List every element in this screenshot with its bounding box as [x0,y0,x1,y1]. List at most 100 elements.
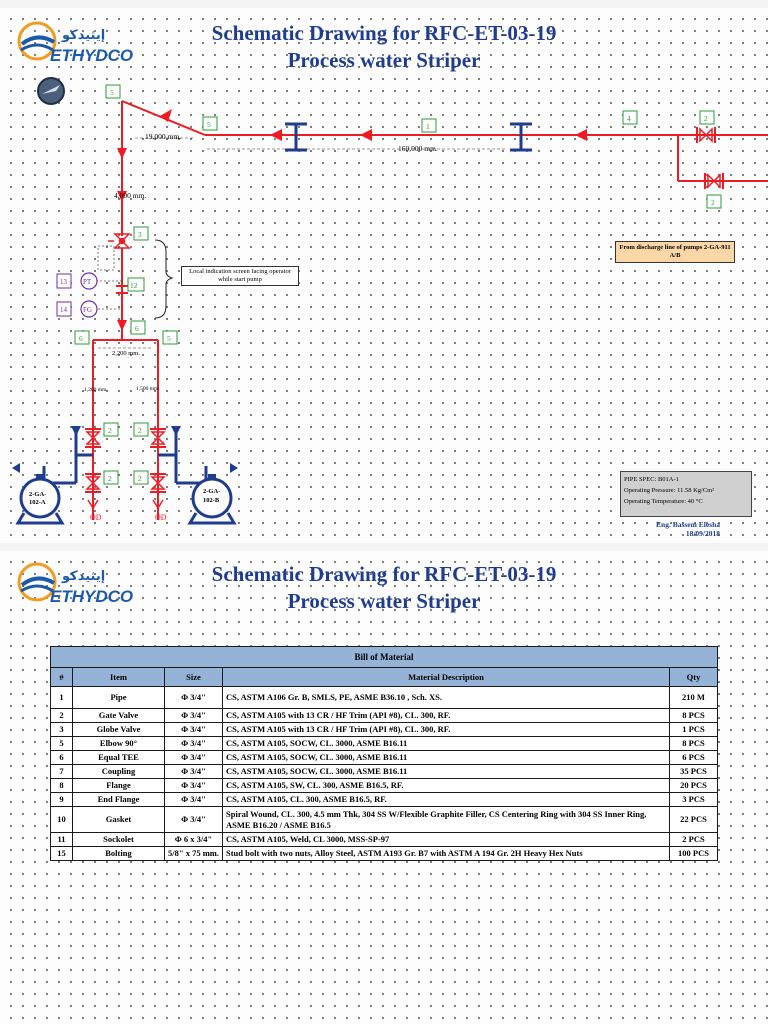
row-item: End Flange [72,792,165,807]
sheet2-title: Schematic Drawing for RFC-ET-03-19 [211,562,557,586]
sheet2-subtitle: Process water Striper [287,589,481,613]
centrifugal-pump-icon [187,474,237,525]
row-qty: 1 PCS [669,722,718,737]
row-qty: 2 PCS [669,832,718,847]
tag-2-pump-bot: 2 [711,198,715,207]
col-desc: Material Description [222,667,670,687]
row-item: Sockolet [72,832,165,847]
row-size: Φ 3/4" [164,792,223,807]
row-desc: CS, ASTM A106 Gr. B, SMLS, PE, ASME B36.… [222,686,670,709]
row-desc: CS, ASTM A105, SOCW, CL. 3000, ASME B16.… [222,736,670,751]
tag-2-b: 2 [138,426,142,435]
discharge-note: From discharge line of pumps 2-GA-911 A/… [615,241,735,263]
row-desc: Spiral Wound, CL. 300, 4.5 mm Thk, 304 S… [222,806,670,833]
row-qty: 210 M [669,686,718,709]
row-qty: 6 PCS [669,750,718,765]
flow-gauge-icon [80,300,98,318]
row-num: 5 [50,736,73,751]
tag-1: 1 [426,122,430,131]
piping-schematic: 19,000 mm. 160,000 mm. 4,000 mm. 2,200 m… [12,84,768,525]
table-header-row: # Item Size Material Description Qty [50,667,718,687]
pump-arrow-icon [12,426,238,473]
row-item: Pipe [72,686,165,709]
logo-arabic: إيثيدكو [62,28,106,43]
dimension-lines [98,137,505,349]
instrument-lines [96,280,122,310]
table-caption: Bill of Material [50,646,718,668]
row-qty: 8 PCS [669,708,718,723]
col-size: Size [164,667,223,687]
tag-2-pump-top: 2 [704,114,708,123]
tag-4: 4 [627,114,631,123]
row-num: 3 [50,722,73,737]
row-qty: 35 PCS [669,764,718,779]
tag-12: 12 [130,281,138,290]
row-qty: 20 PCS [669,778,718,793]
dim-1500: 1,500 mm. [136,386,160,392]
drain-a: OD [90,513,102,522]
flow-arrow-icon [360,129,372,141]
flow-arrow-icon [117,320,127,331]
row-qty: 22 PCS [669,806,718,833]
flow-arrow-icon [117,148,127,159]
row-num: 1 [50,686,73,709]
main-pipe-line [92,100,768,520]
sheet1-title: Schematic Drawing for RFC-ET-03-19 [211,21,557,45]
row-num: 9 [50,792,73,807]
row-item: Bolting [72,846,165,861]
pump-piping [42,426,208,485]
fg-tag: 14 [60,306,68,314]
company-emblem-icon [37,77,65,105]
row-size: Φ 3/4" [164,708,223,723]
row-desc: CS, ASTM A105, SOCW, CL. 3000, ASME B16.… [222,750,670,765]
row-qty: 8 PCS [669,736,718,751]
brace [154,239,174,319]
tag-6-left: 6 [79,334,83,343]
row-desc: CS, ASTM A105, Weld, CL 3000, MSS-SP-97 [222,832,670,847]
engineer-name: Eng. Bassem Elesha [656,520,720,529]
fg-label: FG [83,306,92,314]
tag-5-elbow: 5 [207,120,211,129]
globe-valve-icon [113,233,131,249]
row-qty: 100 PCS [669,846,718,861]
row-num: 2 [50,708,73,723]
row-item: Equal TEE [72,750,165,765]
gate-valve-icon [699,127,721,189]
tag-5-right: 5 [167,334,171,343]
pipe-spec-box: PIPE SPEC: B01A-1 Operating Pressure: 11… [620,471,752,517]
row-desc: CS, ASTM A105, SOCW, CL. 3000, ASME B16.… [222,764,670,779]
row-item: Coupling [72,764,165,779]
dim-4000: 4,000 mm. [114,191,146,200]
logo-arabic: إيثيدكو [62,569,106,584]
operating-temperature: Operating Temperature: 40 °C [624,498,703,505]
tag-6-mid: 6 [135,324,139,333]
sign-date: 18/09/2018 [685,529,720,538]
col-qty: Qty [669,667,718,687]
row-size: Φ 3/4" [164,778,223,793]
row-desc: CS, ASTM A105, SW, CL. 300, ASME B16.5, … [222,778,670,793]
engineer-signature: Eng. Bassem Elesha 18/09/2018 [600,520,720,538]
bom-sheet: إيثيدكو ETHYDCO Schematic Drawing for RF… [0,551,768,1024]
local-indication-note: Local indication screen facing operator … [181,266,299,286]
row-size: Φ 3/4" [164,722,223,737]
drain-b: OD [155,513,167,522]
flow-arrow-icon [270,129,282,141]
dim-1200: 1,200 mm. [84,387,108,393]
flow-arrows [117,109,587,331]
row-item: Gasket [72,806,165,833]
row-desc: CS, ASTM A105 with 13 CR / HF Trim (API … [222,708,670,723]
ethydco-logo-icon [17,562,57,602]
drain-funnel-icon [87,499,164,510]
flow-arrow-icon [575,129,587,141]
pipe-support-icon [285,122,532,152]
row-num: 11 [50,832,73,847]
schematic-sheet: إيثيدكو ETHYDCO Schematic Drawing for RF… [0,8,768,543]
